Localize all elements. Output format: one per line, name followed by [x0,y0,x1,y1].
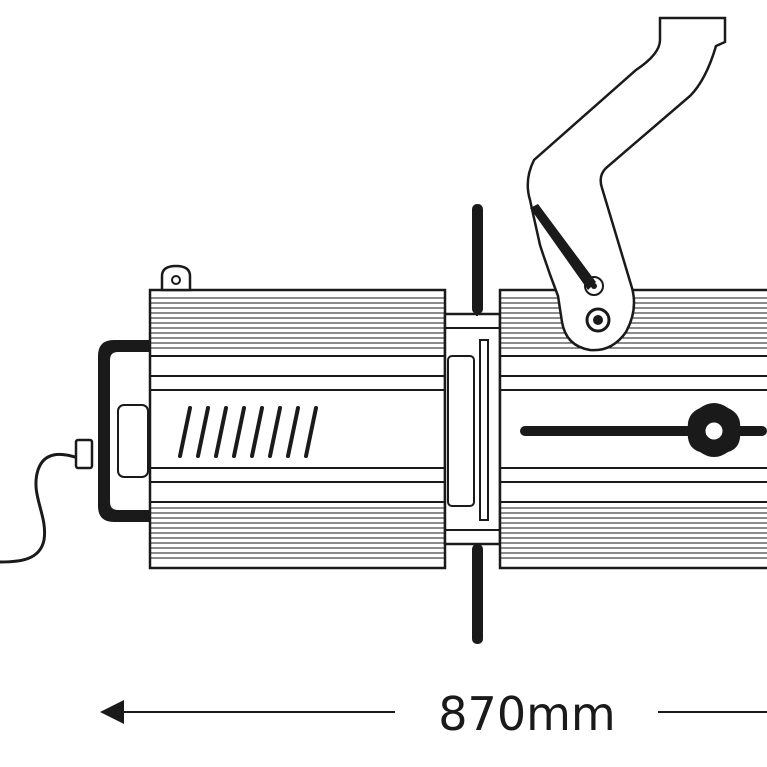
vent-slot [196,406,210,458]
vent-slot [268,406,282,458]
vent-slot [286,406,300,458]
rear-housing [117,288,447,570]
left-arrow-icon [100,700,124,724]
vent-slot [232,406,246,458]
vent-slots [178,406,318,458]
shutter-rod-bottom [472,544,483,644]
cable-connector [74,438,94,470]
power-cable [0,452,79,564]
dimension-label: 870mm [438,687,615,741]
vent-slot [178,406,192,458]
shutter-rod-top [472,204,483,316]
rear-handle [98,340,152,522]
vent-slot [250,406,264,458]
gate-section [443,312,502,546]
zoom-knob [687,403,741,457]
hanging-eyelet [160,264,192,292]
dimension-line: 870mm [100,687,767,741]
vent-slot [304,406,318,458]
vent-slot [214,406,228,458]
yoke-bracket [526,16,727,352]
